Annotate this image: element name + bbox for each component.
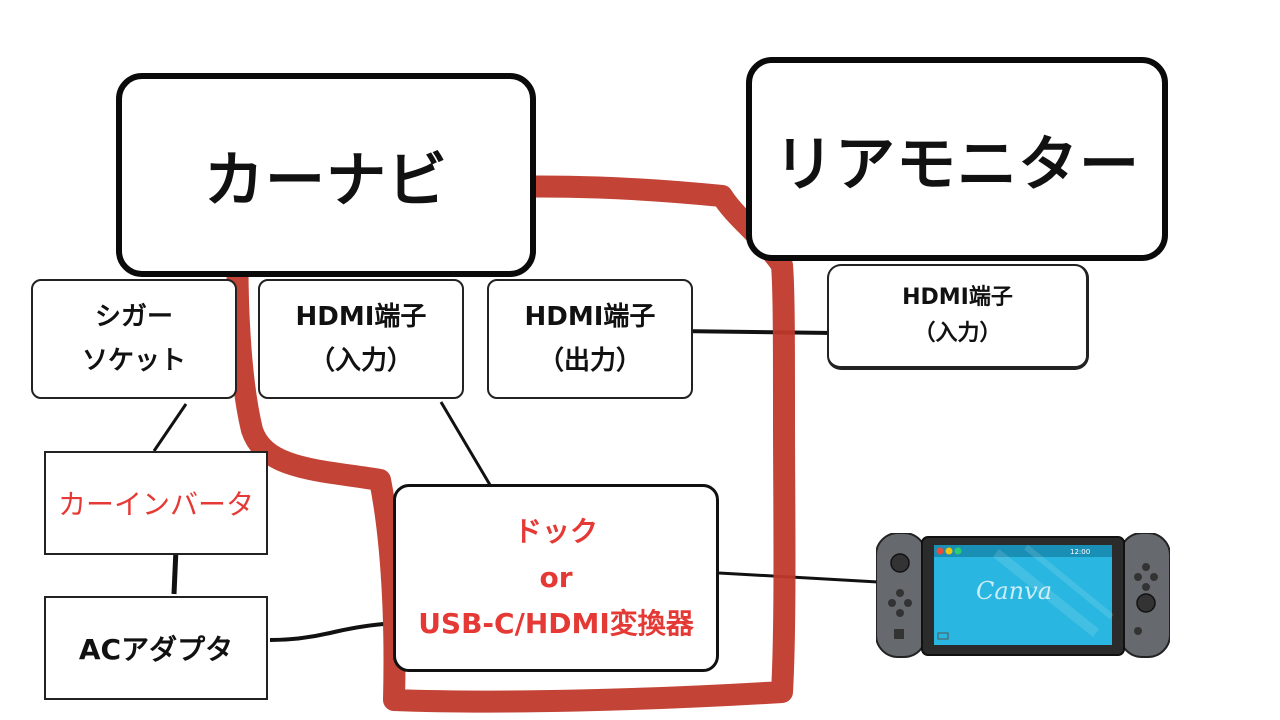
- dock-label-line2: or: [539, 561, 573, 594]
- hdmi-output-label-line2: （出力）: [537, 346, 642, 376]
- hdmi-input-label-line1: HDMI端子: [295, 302, 427, 332]
- line-hdmi-in-dock: [439, 401, 495, 491]
- hdmi-input-label-line2: （入力）: [308, 346, 413, 376]
- monitor-hdmi-input-box: HDMI端子 （入力）: [827, 264, 1089, 370]
- cigar-socket-label-line2: ソケット: [81, 346, 186, 376]
- monitor-hdmi-input-label-line2: （入力）: [913, 321, 1002, 346]
- dock-label-line3: USB-C/HDMI変換器: [418, 607, 694, 640]
- rear-monitor-label: リアモニター: [774, 129, 1140, 200]
- ac-adapter-label: ACアダプタ: [78, 633, 234, 666]
- line-socket-inverter: [152, 403, 188, 452]
- car-inverter-box: カーインバータ: [44, 451, 268, 555]
- car-navi-box: カーナビ: [116, 73, 536, 277]
- console-screen-logo: Canva: [976, 577, 1052, 605]
- rear-monitor-box: リアモニター: [746, 57, 1168, 261]
- hdmi-input-box: HDMI端子 （入力）: [258, 279, 464, 399]
- dock-box: ドック or USB-C/HDMI変換器: [393, 484, 719, 672]
- car-inverter-label: カーインバータ: [57, 488, 254, 521]
- game-console-illustration: Canva 12:00: [875, 532, 1171, 659]
- hdmi-output-label-line1: HDMI端子: [524, 302, 656, 332]
- cigar-socket-box: シガー ソケット: [31, 279, 237, 399]
- car-navi-label: カーナビ: [204, 145, 448, 216]
- line-dock-switch: [718, 571, 879, 584]
- line-adapter-dock: [269, 622, 385, 642]
- dock-label-line1: ドック: [513, 515, 598, 548]
- console-status-time: 12:00: [1070, 548, 1091, 556]
- hdmi-output-box: HDMI端子 （出力）: [487, 279, 693, 399]
- switch-console-icon: [875, 532, 1171, 658]
- ac-adapter-box: ACアダプタ: [44, 596, 268, 700]
- line-inverter-adapter: [171, 548, 179, 595]
- cigar-socket-label-line1: シガー: [94, 302, 173, 332]
- line-hdmi-out-monitor: [675, 329, 835, 335]
- monitor-hdmi-input-label-line1: HDMI端子: [902, 285, 1013, 310]
